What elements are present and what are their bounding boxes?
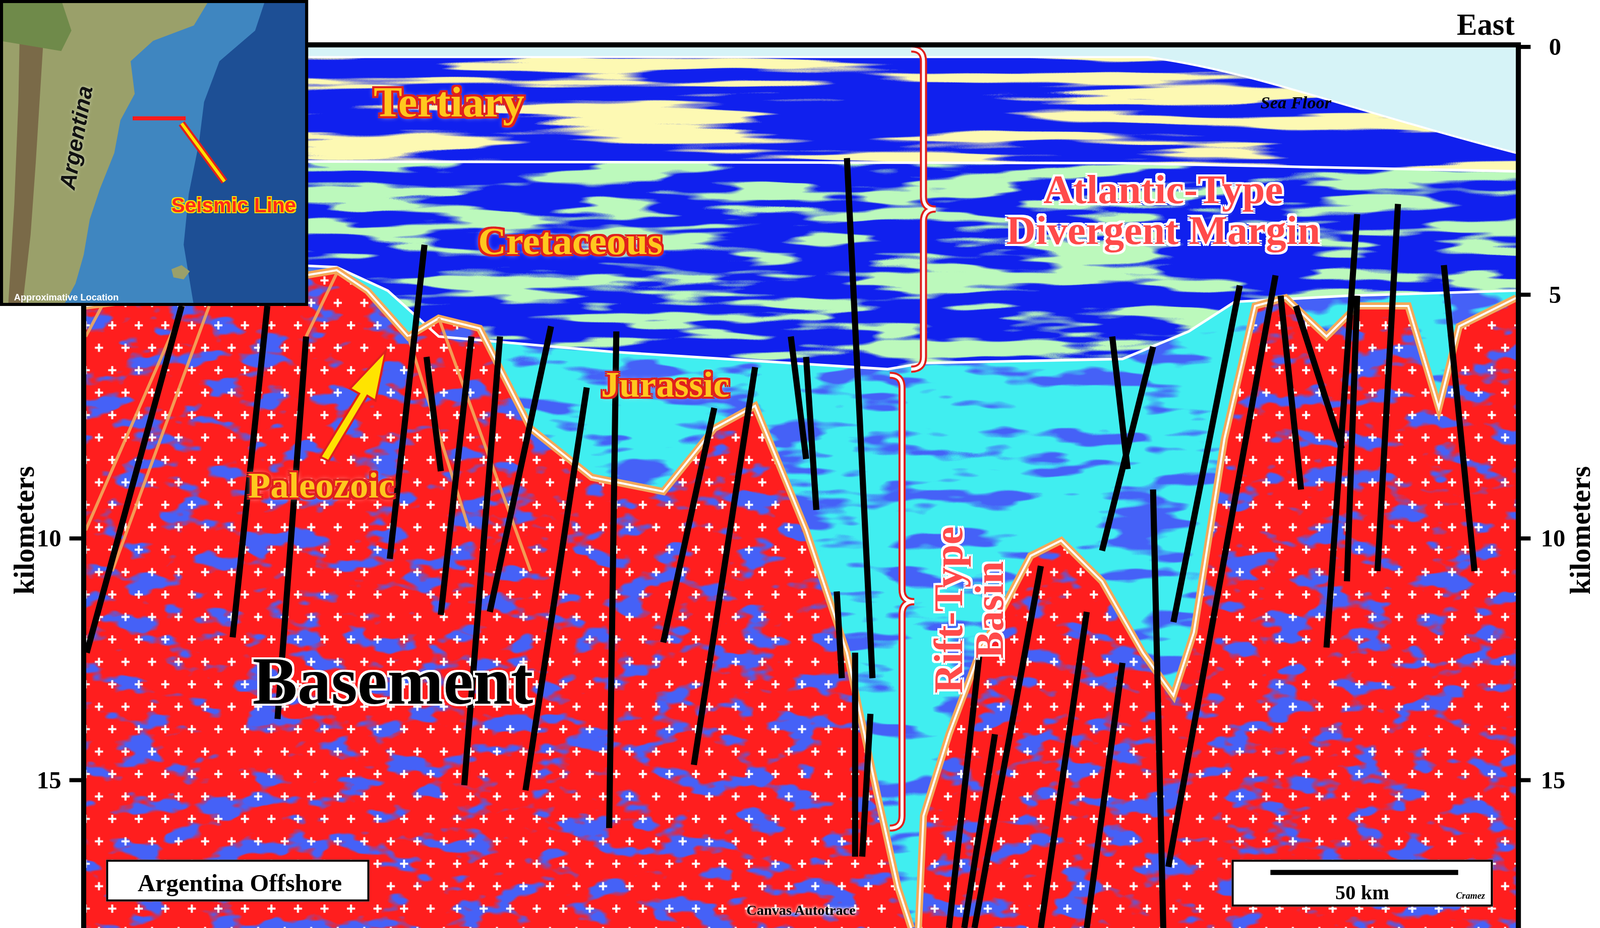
axis-tick: 10: [1541, 526, 1566, 552]
unit-label: Tertiary: [373, 80, 525, 124]
unit-label: Basement: [252, 647, 533, 716]
scale-box: 50 km Cramez: [1231, 859, 1493, 907]
direction-label: East: [1456, 9, 1515, 40]
location-map: [0, 0, 309, 307]
axis-title: kilometers: [10, 466, 39, 596]
map-caption: Approximative Location: [14, 293, 119, 303]
axis-tick: 15: [36, 767, 62, 793]
country-name: Argentina: [56, 84, 97, 192]
author-credit: Cramez: [1455, 892, 1486, 902]
surface-label: Sea Floor: [1260, 94, 1332, 112]
inset-map: ArgentinaSeismic LineApproximative Locat…: [0, 0, 309, 307]
axis-title: kilometers: [1566, 466, 1595, 596]
scale-label: 50 km: [1335, 882, 1390, 903]
title-box: Argentina Offshore: [105, 859, 370, 902]
axis-tick: 0: [1549, 34, 1562, 60]
map-label: Seismic Line: [171, 194, 296, 215]
axis-tick: 10: [36, 526, 62, 552]
setting-label: Rift-Type Basin: [928, 482, 1011, 738]
credit-note: Canvas Autotrace: [746, 903, 856, 918]
axis-tick: 5: [1549, 282, 1562, 308]
unit-label: Cretaceous: [478, 221, 663, 261]
unit-label: Jurassic: [601, 366, 730, 403]
setting-label: Atlantic-Type Divergent Margin: [969, 169, 1357, 252]
axis-tick: 15: [1541, 767, 1566, 793]
scale-bar: [1270, 870, 1458, 876]
title-text: Argentina Offshore: [137, 870, 342, 896]
unit-label: Paleozoic: [248, 467, 395, 505]
